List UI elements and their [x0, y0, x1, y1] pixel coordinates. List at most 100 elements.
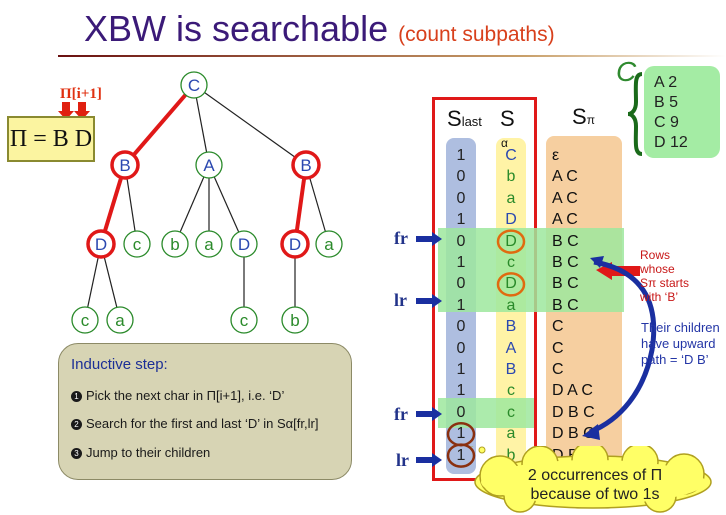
tree-node [161, 230, 189, 258]
spi-header-letter: S [572, 104, 587, 129]
tree-node-label: c [81, 311, 90, 330]
c-array-row: C 9 [654, 114, 679, 131]
salpha-char: a [506, 425, 516, 443]
slast-bit: 0 [456, 339, 466, 357]
tree-node-label: C [188, 76, 200, 95]
lr-label-top: lr [394, 290, 407, 310]
salpha-char: a [506, 189, 516, 207]
cloud-bubble [478, 446, 486, 454]
salpha-char: C [505, 147, 517, 164]
step-number-1: 1 [71, 391, 82, 402]
tree-node [195, 230, 223, 258]
lr-arrow-top-icon [416, 294, 442, 308]
slide-title: XBW is searchable (count subpaths) [84, 8, 555, 50]
slast-bit: 0 [456, 232, 466, 250]
spi-entry: B C [552, 296, 579, 314]
tree-node-label: B [119, 156, 130, 175]
salpha-char: b [506, 446, 516, 464]
salpha-char: c [507, 403, 515, 421]
children-note-line: Their children [641, 320, 720, 335]
slast-bit: 1 [456, 425, 466, 443]
cloud-callout [470, 446, 712, 513]
tree-node [230, 230, 258, 258]
circle-slast [446, 443, 476, 468]
children-note-line: path = ‘D B’ [641, 352, 709, 367]
spi-entry: B C [552, 254, 579, 271]
lr-arrow-bottom-icon [416, 453, 442, 467]
tree-node-label: a [204, 235, 214, 254]
tree-node-label: D [95, 235, 107, 254]
spi-entry: D B C [552, 425, 595, 443]
tree-node-label: D [238, 235, 250, 254]
tree-node-label: A [203, 156, 215, 175]
slast-bit: 0 [456, 403, 466, 421]
step-text-3: Jump to their children [86, 445, 211, 460]
tree-node [180, 71, 208, 99]
fr-label-top: fr [394, 228, 408, 248]
c-array-row: A 2 [654, 74, 678, 91]
tree-node [230, 306, 258, 334]
salpha-char: c [507, 254, 515, 271]
tree-node-label: a [115, 311, 125, 330]
slast-bit: 1 [456, 382, 466, 400]
salpha-char: B [505, 318, 517, 336]
spi-entry: B C [552, 275, 579, 293]
tree-node [110, 150, 140, 180]
slast-header-letter: S [447, 106, 462, 131]
c-array-row: D 12 [654, 134, 688, 151]
circle-salpha [496, 229, 526, 254]
salpha-char: D [505, 275, 517, 293]
fr-arrow-top-icon [416, 232, 442, 246]
spi-entry: A C [552, 211, 578, 229]
salpha-char: D [505, 232, 517, 250]
slast-bit: 1 [456, 361, 466, 378]
slast-bit: 0 [456, 168, 466, 186]
tree-node [106, 306, 134, 334]
down-arrow-icon [58, 102, 74, 120]
spi-header: Sπ [572, 104, 595, 130]
title-main: XBW is searchable [84, 8, 389, 49]
salpha-char: a [506, 296, 516, 314]
tree-edge [208, 164, 245, 245]
c-array-row: B 5 [654, 94, 679, 111]
salpha-header: S [500, 106, 515, 131]
spi-entry: C [552, 339, 564, 357]
cloud-text: 2 occurrences of Π because of two 1s [486, 466, 704, 504]
tree-node-label: c [133, 235, 142, 254]
rows-note-line: with ‘B’ [640, 290, 679, 304]
tree-node [123, 230, 151, 258]
cloud-line-2: because of two 1s [530, 486, 660, 503]
tree-node-label: B [300, 156, 311, 175]
tree-node-label: c [240, 311, 249, 330]
spi-entry: B C [552, 232, 579, 250]
cloud-line-1: 2 occurrences of Π [527, 467, 663, 484]
tree-node [281, 306, 309, 334]
tree-node [315, 230, 343, 258]
spi-entry: C [552, 361, 564, 378]
rows-note-line: Rows [640, 248, 671, 262]
fr-label-bottom: fr [394, 404, 408, 424]
tree-node [86, 229, 116, 259]
spi-entry: A C [552, 168, 578, 186]
rows-note-line: Sπ starts [640, 276, 689, 290]
title-underline [58, 55, 726, 57]
tree-node-label: D [289, 235, 301, 254]
salpha-header-sub: α [501, 136, 508, 150]
tree-node-label: b [290, 311, 299, 330]
spi-entry: C [552, 318, 564, 336]
step-number-2: 2 [71, 419, 82, 430]
children-note: Their children have upward path = ‘D B’ [641, 320, 720, 368]
cloud-fill [481, 460, 705, 504]
tree-edge [123, 83, 196, 167]
lr-label-bottom: lr [396, 450, 409, 470]
down-arrow-icon [74, 102, 90, 120]
slast-bit: 1 [456, 147, 466, 164]
spi-entry: D B C [552, 403, 595, 421]
slast-bit: 0 [456, 275, 466, 293]
blue-arrowhead-top-icon [590, 256, 604, 268]
